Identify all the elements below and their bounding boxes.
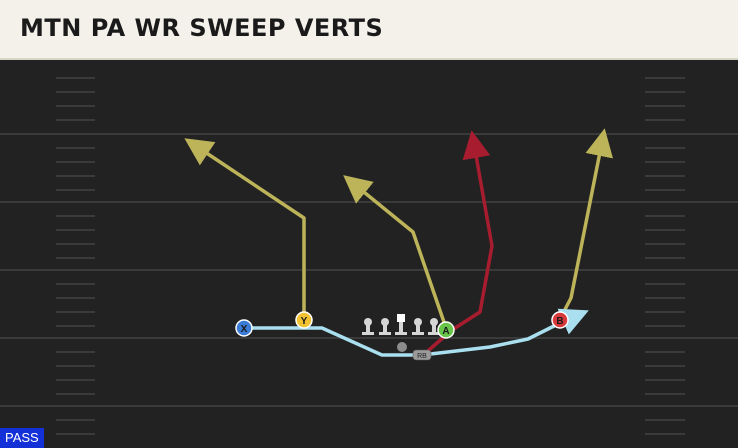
player-a[interactable]: A bbox=[437, 321, 455, 339]
lineman-icon bbox=[362, 318, 374, 335]
player-y[interactable]: Y bbox=[295, 311, 313, 329]
route-x-sweep[interactable] bbox=[244, 308, 589, 357]
player-b[interactable]: B bbox=[551, 311, 569, 329]
lineman-icon bbox=[412, 318, 424, 335]
player-a-label: A bbox=[442, 326, 449, 337]
player-rb[interactable]: RB bbox=[412, 349, 432, 361]
play-header: MTN PA WR SWEEP VERTS bbox=[0, 0, 738, 60]
offensive-line bbox=[362, 314, 440, 335]
player-b-label: B bbox=[556, 316, 563, 327]
route-rb-primary[interactable] bbox=[420, 130, 494, 358]
hash-marks-left bbox=[56, 77, 95, 435]
play-diagram: RB X Y A B bbox=[0, 77, 738, 435]
play-type-badge: PASS bbox=[0, 428, 44, 448]
quarterback-icon bbox=[397, 342, 407, 352]
play-title: MTN PA WR SWEEP VERTS bbox=[20, 14, 384, 42]
player-x[interactable]: X bbox=[235, 319, 253, 337]
hash-marks-right bbox=[645, 77, 685, 435]
player-rb-label: RB bbox=[417, 353, 427, 360]
player-x-label: X bbox=[241, 324, 248, 335]
center-icon bbox=[395, 314, 407, 335]
route-b[interactable] bbox=[558, 128, 614, 320]
route-y[interactable] bbox=[184, 138, 306, 327]
yard-lines bbox=[0, 133, 738, 407]
route-a[interactable] bbox=[343, 175, 448, 329]
play-field: RB X Y A B bbox=[0, 60, 738, 448]
player-y-label: Y bbox=[301, 316, 308, 327]
lineman-icon bbox=[428, 318, 440, 335]
lineman-icon bbox=[379, 318, 391, 335]
